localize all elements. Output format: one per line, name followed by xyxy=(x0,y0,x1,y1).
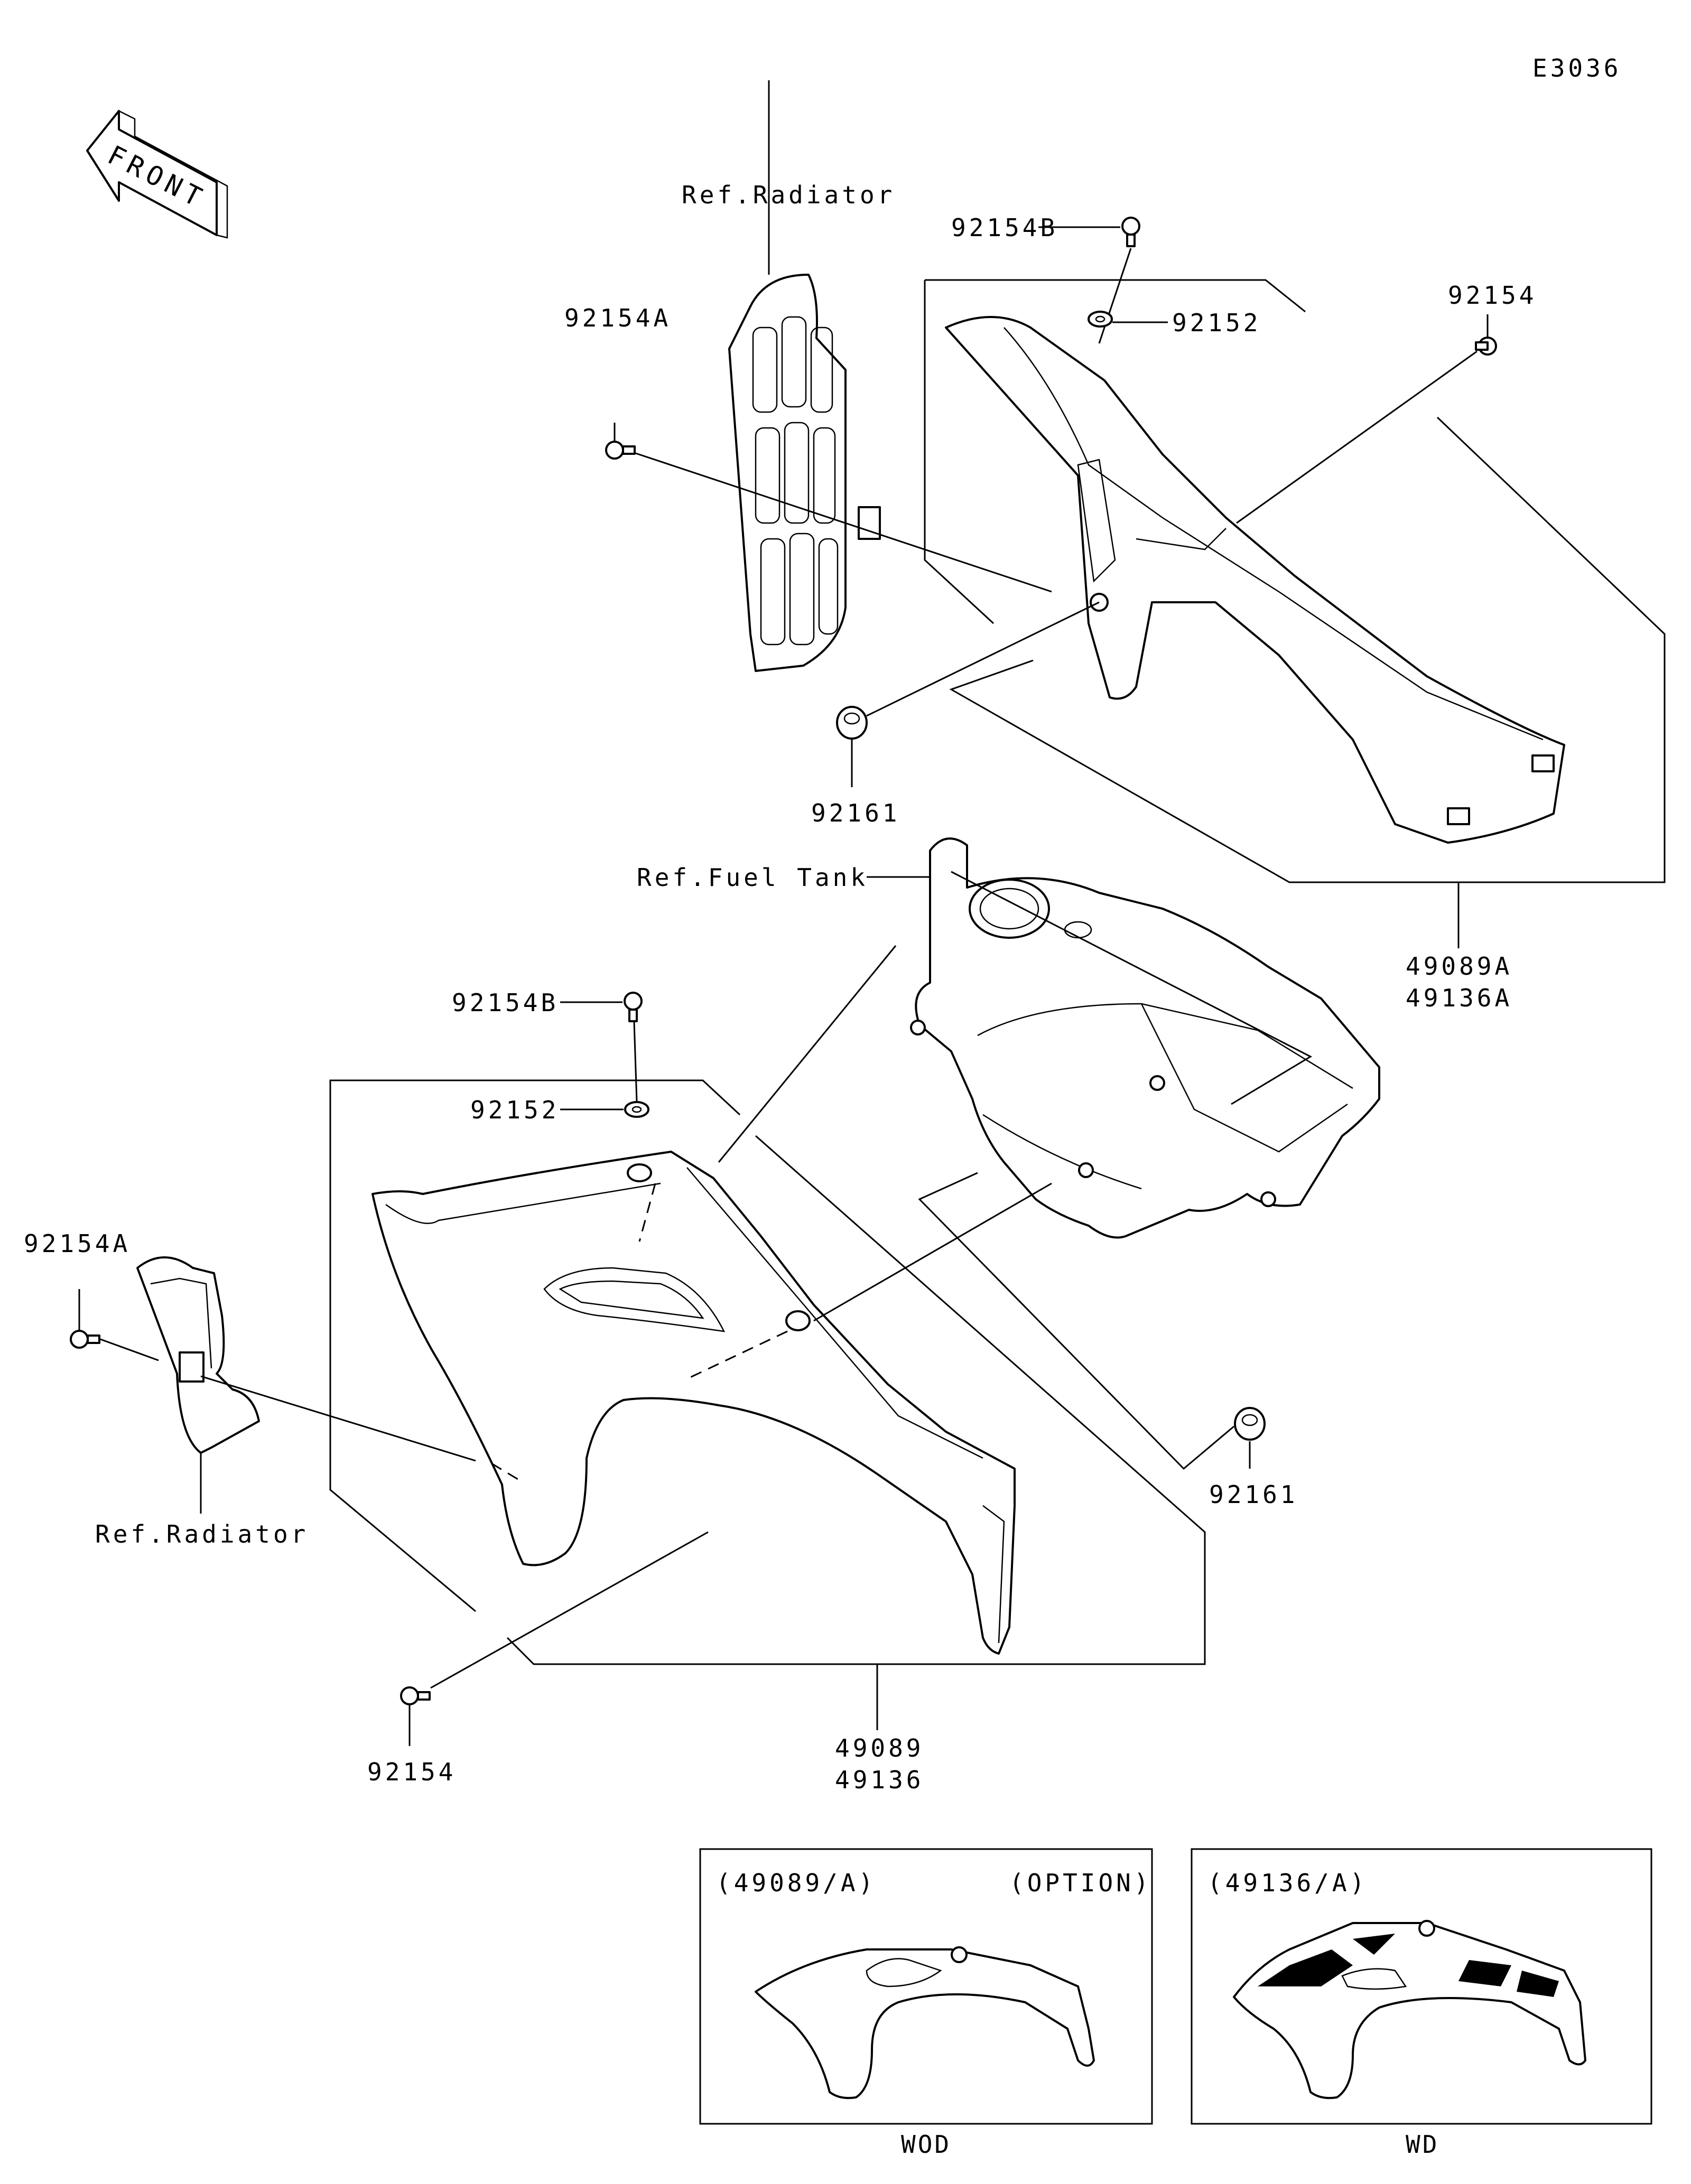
option-left-caption: WOD xyxy=(901,2130,951,2159)
label-92154B-bottom: 92154B xyxy=(452,988,559,1017)
option-left-title: (49089/A) xyxy=(716,1869,876,1897)
bolt-92154A-top xyxy=(605,441,636,460)
bolt-92154B-bottom xyxy=(624,992,643,1022)
label-92161-bottom: 92161 xyxy=(1209,1480,1298,1509)
washer-92152-bottom xyxy=(624,1101,649,1118)
front-arrow-icon: FRONT xyxy=(86,110,228,239)
bolt-92154-top xyxy=(1475,337,1497,356)
label-92152-bottom: 92152 xyxy=(470,1096,559,1124)
label-92161-top: 92161 xyxy=(811,799,900,827)
washer-92152-top xyxy=(1088,311,1113,328)
label-ref-fuel-tank: Ref.Fuel Tank xyxy=(637,863,868,892)
label-92154B-top: 92154B xyxy=(951,213,1058,242)
bolt-92154-bottom xyxy=(400,1686,431,1705)
label-49089: 49089 xyxy=(835,1734,924,1762)
label-49089A: 49089A xyxy=(1406,952,1512,981)
radiator-guard-left xyxy=(136,1256,260,1454)
grommet-92161-bottom xyxy=(1234,1407,1266,1441)
label-ref-radiator-bottom: Ref.Radiator xyxy=(95,1520,309,1548)
label-92154A-bottom: 92154A xyxy=(24,1229,131,1258)
option-right-title: (49136/A) xyxy=(1207,1869,1368,1897)
label-49136A: 49136A xyxy=(1406,984,1512,1012)
bolt-92154A-bottom xyxy=(70,1330,100,1349)
label-92154-bottom: 92154 xyxy=(367,1758,456,1786)
option-box-49089: (49089/A) (OPTION) WOD xyxy=(699,1848,1153,2159)
label-49136: 49136 xyxy=(835,1766,924,1794)
option-box-49136: (49136/A) WD xyxy=(1191,1848,1652,2159)
option-left-note: (OPTION) xyxy=(1009,1869,1152,1897)
label-92154-top: 92154 xyxy=(1448,281,1537,310)
shroud-top-49089A xyxy=(945,316,1565,844)
fuel-tank xyxy=(910,837,1380,1239)
grommet-92161-top xyxy=(836,706,868,740)
label-ref-radiator-top: Ref.Radiator xyxy=(682,181,895,209)
bolt-92154B-top xyxy=(1121,217,1140,247)
option-right-caption: WD xyxy=(1406,2130,1439,2159)
radiator-grille-top xyxy=(728,274,881,672)
diagram-code: E3036 xyxy=(1532,54,1621,82)
shroud-bottom-49089 xyxy=(371,1151,1016,1655)
label-92154A-top: 92154A xyxy=(564,304,671,332)
label-92152-top: 92152 xyxy=(1172,309,1261,337)
